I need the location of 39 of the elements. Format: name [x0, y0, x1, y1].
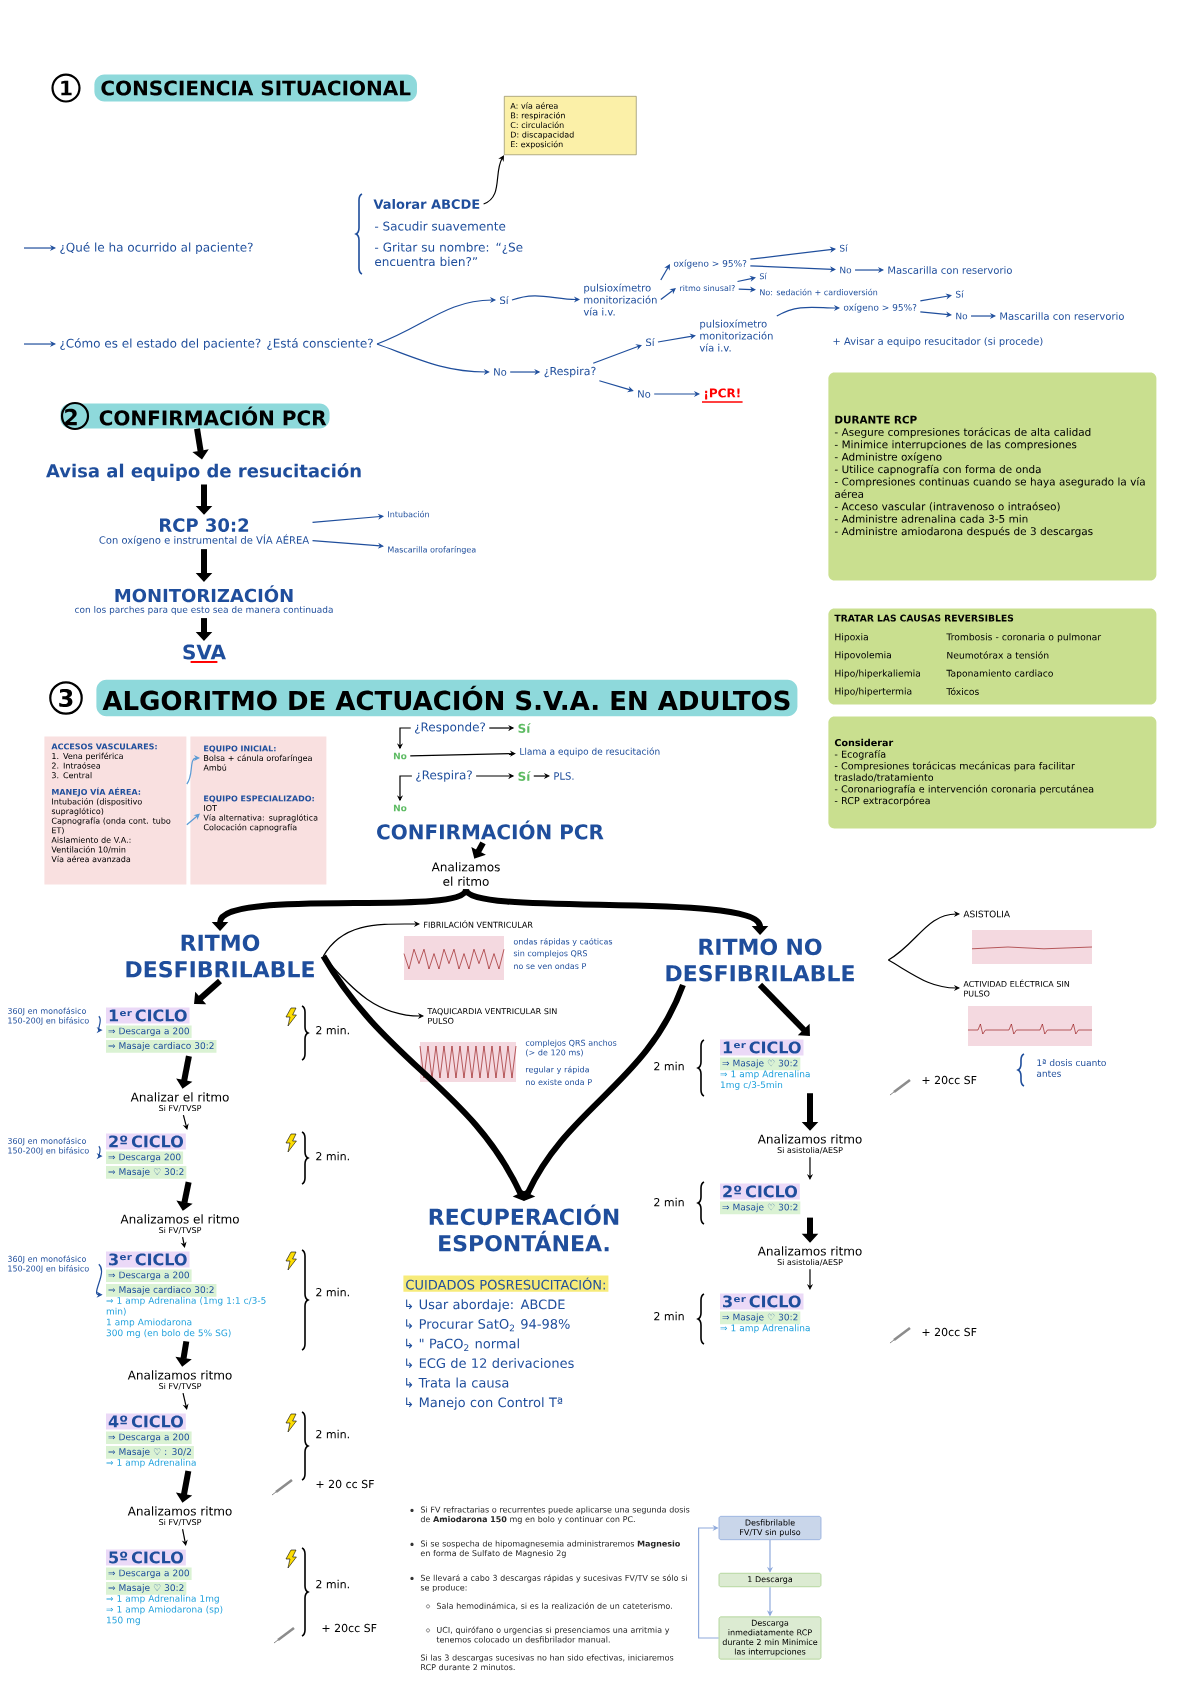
panel: [190, 736, 327, 885]
step-heading: RITMO NO DESFIBRILABLE: [666, 938, 854, 982]
arrow: [736, 275, 756, 283]
step-heading: RECUPERACIÓN ESPONTÁNEA.: [429, 1204, 619, 1252]
arrow: [311, 540, 384, 549]
section-heading: CONSCIENCIA SITUACIONAL: [94, 74, 417, 102]
arrow: [409, 750, 516, 757]
arrow: [657, 333, 696, 343]
arrow: [182, 1392, 189, 1410]
arrow: [887, 910, 960, 961]
section-number: 1: [51, 73, 81, 103]
node-label: 3ᵉʳ CICLO: [109, 1253, 187, 1266]
node-label: 1ᵉʳ CICLO: [109, 1009, 187, 1022]
arrow: [186, 754, 200, 785]
arrow: [322, 920, 420, 957]
arrow: [186, 813, 200, 826]
arrow: [182, 1114, 189, 1130]
arrow: [471, 841, 486, 859]
arrow: [660, 264, 670, 281]
arrow: [660, 288, 676, 301]
step-heading: Avisa al equipo de resucitación: [46, 462, 361, 482]
arrow: [592, 344, 642, 364]
step-heading: SVA: [183, 644, 226, 660]
section-number: 3: [49, 681, 83, 715]
arrow: [311, 513, 384, 524]
section-heading: ALGORITMO DE ACTUACIÓN S.V.A. EN ADULTOS: [96, 679, 798, 717]
arrow: [757, 982, 810, 1036]
arrow: [376, 296, 496, 345]
arrow: [698, 1524, 720, 1639]
step-heading: CONFIRMACIÓN PCR: [377, 820, 604, 840]
arrow: [320, 954, 528, 1201]
arrow: [749, 246, 836, 260]
arrow: [919, 293, 952, 302]
panel: [44, 736, 187, 885]
arrow: [194, 978, 222, 1005]
arrow: [776, 304, 840, 317]
arrow: [483, 155, 504, 205]
section-heading: 2 CONFIRMACIÓN PCR: [60, 403, 330, 429]
step-heading: RITMO DESFIBRILABLE: [126, 934, 314, 978]
